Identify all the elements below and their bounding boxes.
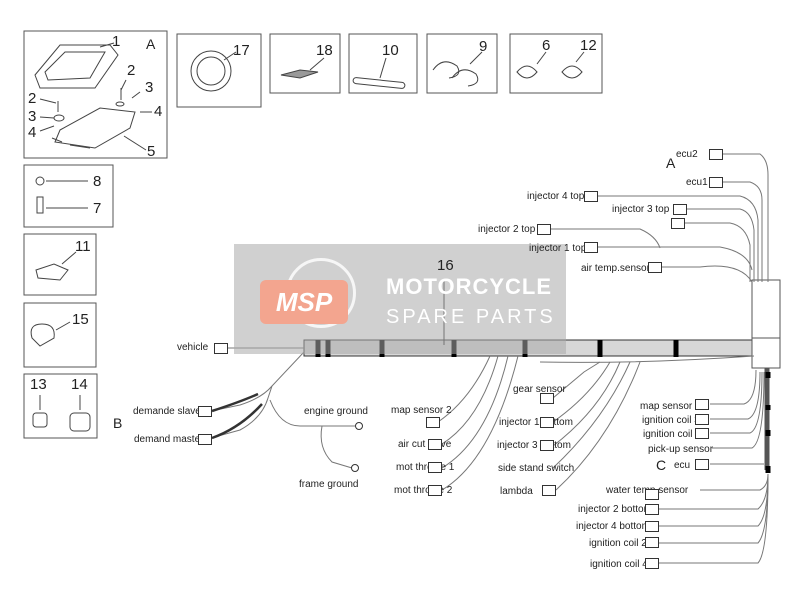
label-injector-2-bottom: injector 2 bottom [578,504,652,515]
connector-box [695,428,709,439]
part11-box [23,233,97,296]
connector-box [584,191,598,202]
part-number-4: 4 [154,103,163,120]
label-vehicle: vehicle [177,342,209,353]
connector-box [426,417,440,428]
part10-box [348,33,418,94]
watermark-line1: MOTORCYCLE [386,274,553,299]
part-number-11: 11 [75,238,91,255]
ecu-box [23,30,168,159]
label-pick-up-sensor: pick-up sensor [648,444,714,455]
part-number-8: 8 [93,173,102,190]
label-map-sensor-2: map sensor 2 [391,405,452,416]
connector-box [540,393,554,404]
part13-14-box [23,373,98,439]
connector-box [542,485,556,496]
connector-box [695,414,709,425]
connector-box [428,462,442,473]
connector-box [540,440,554,451]
connector-box [537,224,551,235]
connector-box [645,489,659,500]
label-side-stand-switch: side stand switch [498,463,575,474]
label-injector-2-top: injector 2 top [478,224,536,235]
label-ignition-coil-3: ignition coil 3 [642,415,700,426]
part18-box [269,33,341,94]
part-number-10: 10 [382,42,399,59]
connector-box [671,218,685,229]
connector-group-C: C [656,457,667,473]
connector-box [540,417,554,428]
label-injector-1-top: injector 1 top [529,243,587,254]
part17-box [176,33,262,108]
connector-box [673,204,687,215]
connector-box [648,262,662,273]
diagram-letter-A-box: A [146,36,156,52]
connector-group-B: B [113,415,123,431]
label-demand-master: demand master [134,434,204,445]
connector-box [709,177,723,188]
label-ignition-coil-1: ignition coil 1 [643,429,701,440]
connector-box [695,459,709,470]
label-ecu1: ecu1 [686,177,708,188]
part-number-3: 3 [145,79,154,96]
part-number-2: 2 [127,62,136,79]
part-number-4: 4 [28,124,37,141]
label-injector-3-top: injector 3 top [612,204,670,215]
label-air-temp-sensor: air temp.sensor [581,263,650,274]
connector-box [428,439,442,450]
part15-box [23,302,97,368]
connector-box [645,521,659,532]
part-number-6: 6 [542,37,551,54]
part-number-18: 18 [316,42,333,59]
connector-box [645,537,659,548]
part-number-12: 12 [580,37,597,54]
part-number-13: 13 [30,376,47,393]
part-number-15: 15 [72,311,89,328]
label-gear-sensor: gear sensor [513,384,566,395]
connector-box [428,485,442,496]
part7-8-box [23,164,114,228]
label-mot-throttle-2: mot throttle 2 [394,485,453,496]
connector-box [584,242,598,253]
connector-box [695,399,709,410]
part-number-17: 17 [233,42,250,59]
label-mot-throttle-1: mot throttle 1 [396,462,455,473]
part-number-14: 14 [71,376,88,393]
part-number-7: 7 [93,200,102,217]
label-ignition-coil-4: ignition coil 4 [590,559,648,570]
watermark-line2: SPARE PARTS [386,306,556,328]
label-air-cut-valve: air cut valve [398,439,452,450]
part-number-5: 5 [147,143,156,160]
label-engine-ground: engine ground [304,406,368,417]
label-ignition-coil-2: ignition coil 2 [589,538,647,549]
label-map-sensor-1: map sensor 1 [640,401,701,412]
watermark: MSP MOTORCYCLE SPARE PARTS [234,244,566,354]
part-number-3: 3 [28,108,37,125]
connector-box [645,558,659,569]
connector-box [198,434,212,445]
part-number-1: 1 [112,33,121,50]
part-number-2: 2 [28,90,37,107]
connector-box [645,504,659,515]
connector-box [214,343,228,354]
label-injector-4-top: injector 4 top [527,191,585,202]
part-number-9: 9 [479,38,488,55]
label-injector-1-bottom: injector 1 bottom [499,417,573,428]
part6-12-box [509,33,603,94]
connector-group-A: A [666,155,676,171]
label-ecu2: ecu2 [676,149,698,160]
connector-box [709,149,723,160]
label-lambda: lambda [500,486,533,497]
connector-box [198,406,212,417]
part-number-16: 16 [437,257,454,274]
label-demande-slave: demande slave [133,406,201,417]
part9-box [426,33,498,94]
watermark-logo: MSP [260,280,348,324]
label-frame-ground: frame ground [299,479,359,490]
label-injector-4-bottom: injector 4 bottom [576,521,650,532]
label-ecu: ecu [674,460,691,471]
label-injector-3-bottom: injector 3 bottom [497,440,571,451]
